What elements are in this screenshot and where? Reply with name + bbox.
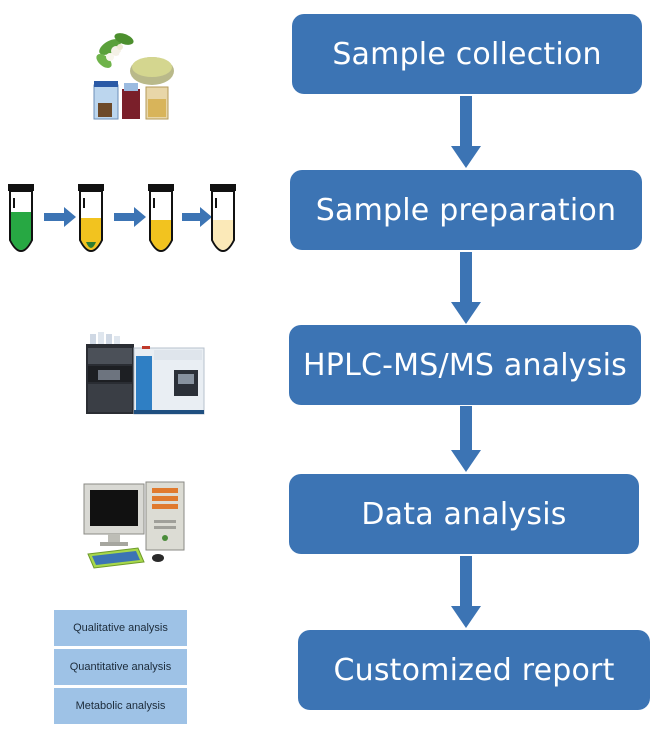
sample-collection-illustration: [93, 33, 174, 120]
report-item-label: Quantitative analysis: [69, 661, 172, 673]
step-hplc-ms-analysis: HPLC-MS/MS analysis: [289, 325, 641, 405]
centrifuge-tubes-illustration: [8, 184, 236, 252]
report-item-label: Metabolic analysis: [75, 700, 166, 712]
down-arrow-icon: [451, 96, 481, 168]
report-item-metabolic: Metabolic analysis: [54, 688, 187, 724]
down-arrow-icon: [451, 252, 481, 324]
report-item-qualitative: Qualitative analysis: [54, 610, 187, 646]
report-item-quantitative: Quantitative analysis: [54, 649, 187, 685]
step-label: HPLC-MS/MS analysis: [303, 347, 627, 383]
step-sample-preparation: Sample preparation: [290, 170, 642, 250]
report-item-label: Qualitative analysis: [73, 622, 168, 634]
step-label: Data analysis: [361, 496, 567, 532]
step-sample-collection: Sample collection: [292, 14, 642, 94]
desktop-computer-illustration: [83, 481, 185, 569]
step-label: Sample preparation: [315, 192, 617, 228]
tube-icon: [8, 184, 34, 252]
step-label: Customized report: [333, 652, 615, 688]
down-arrow-icon: [451, 406, 481, 472]
hplc-ms-instrument-illustration: [86, 332, 205, 415]
step-label: Sample collection: [332, 36, 602, 72]
step-data-analysis: Data analysis: [289, 474, 639, 554]
step-customized-report: Customized report: [298, 630, 650, 710]
down-arrow-icon: [451, 556, 481, 628]
